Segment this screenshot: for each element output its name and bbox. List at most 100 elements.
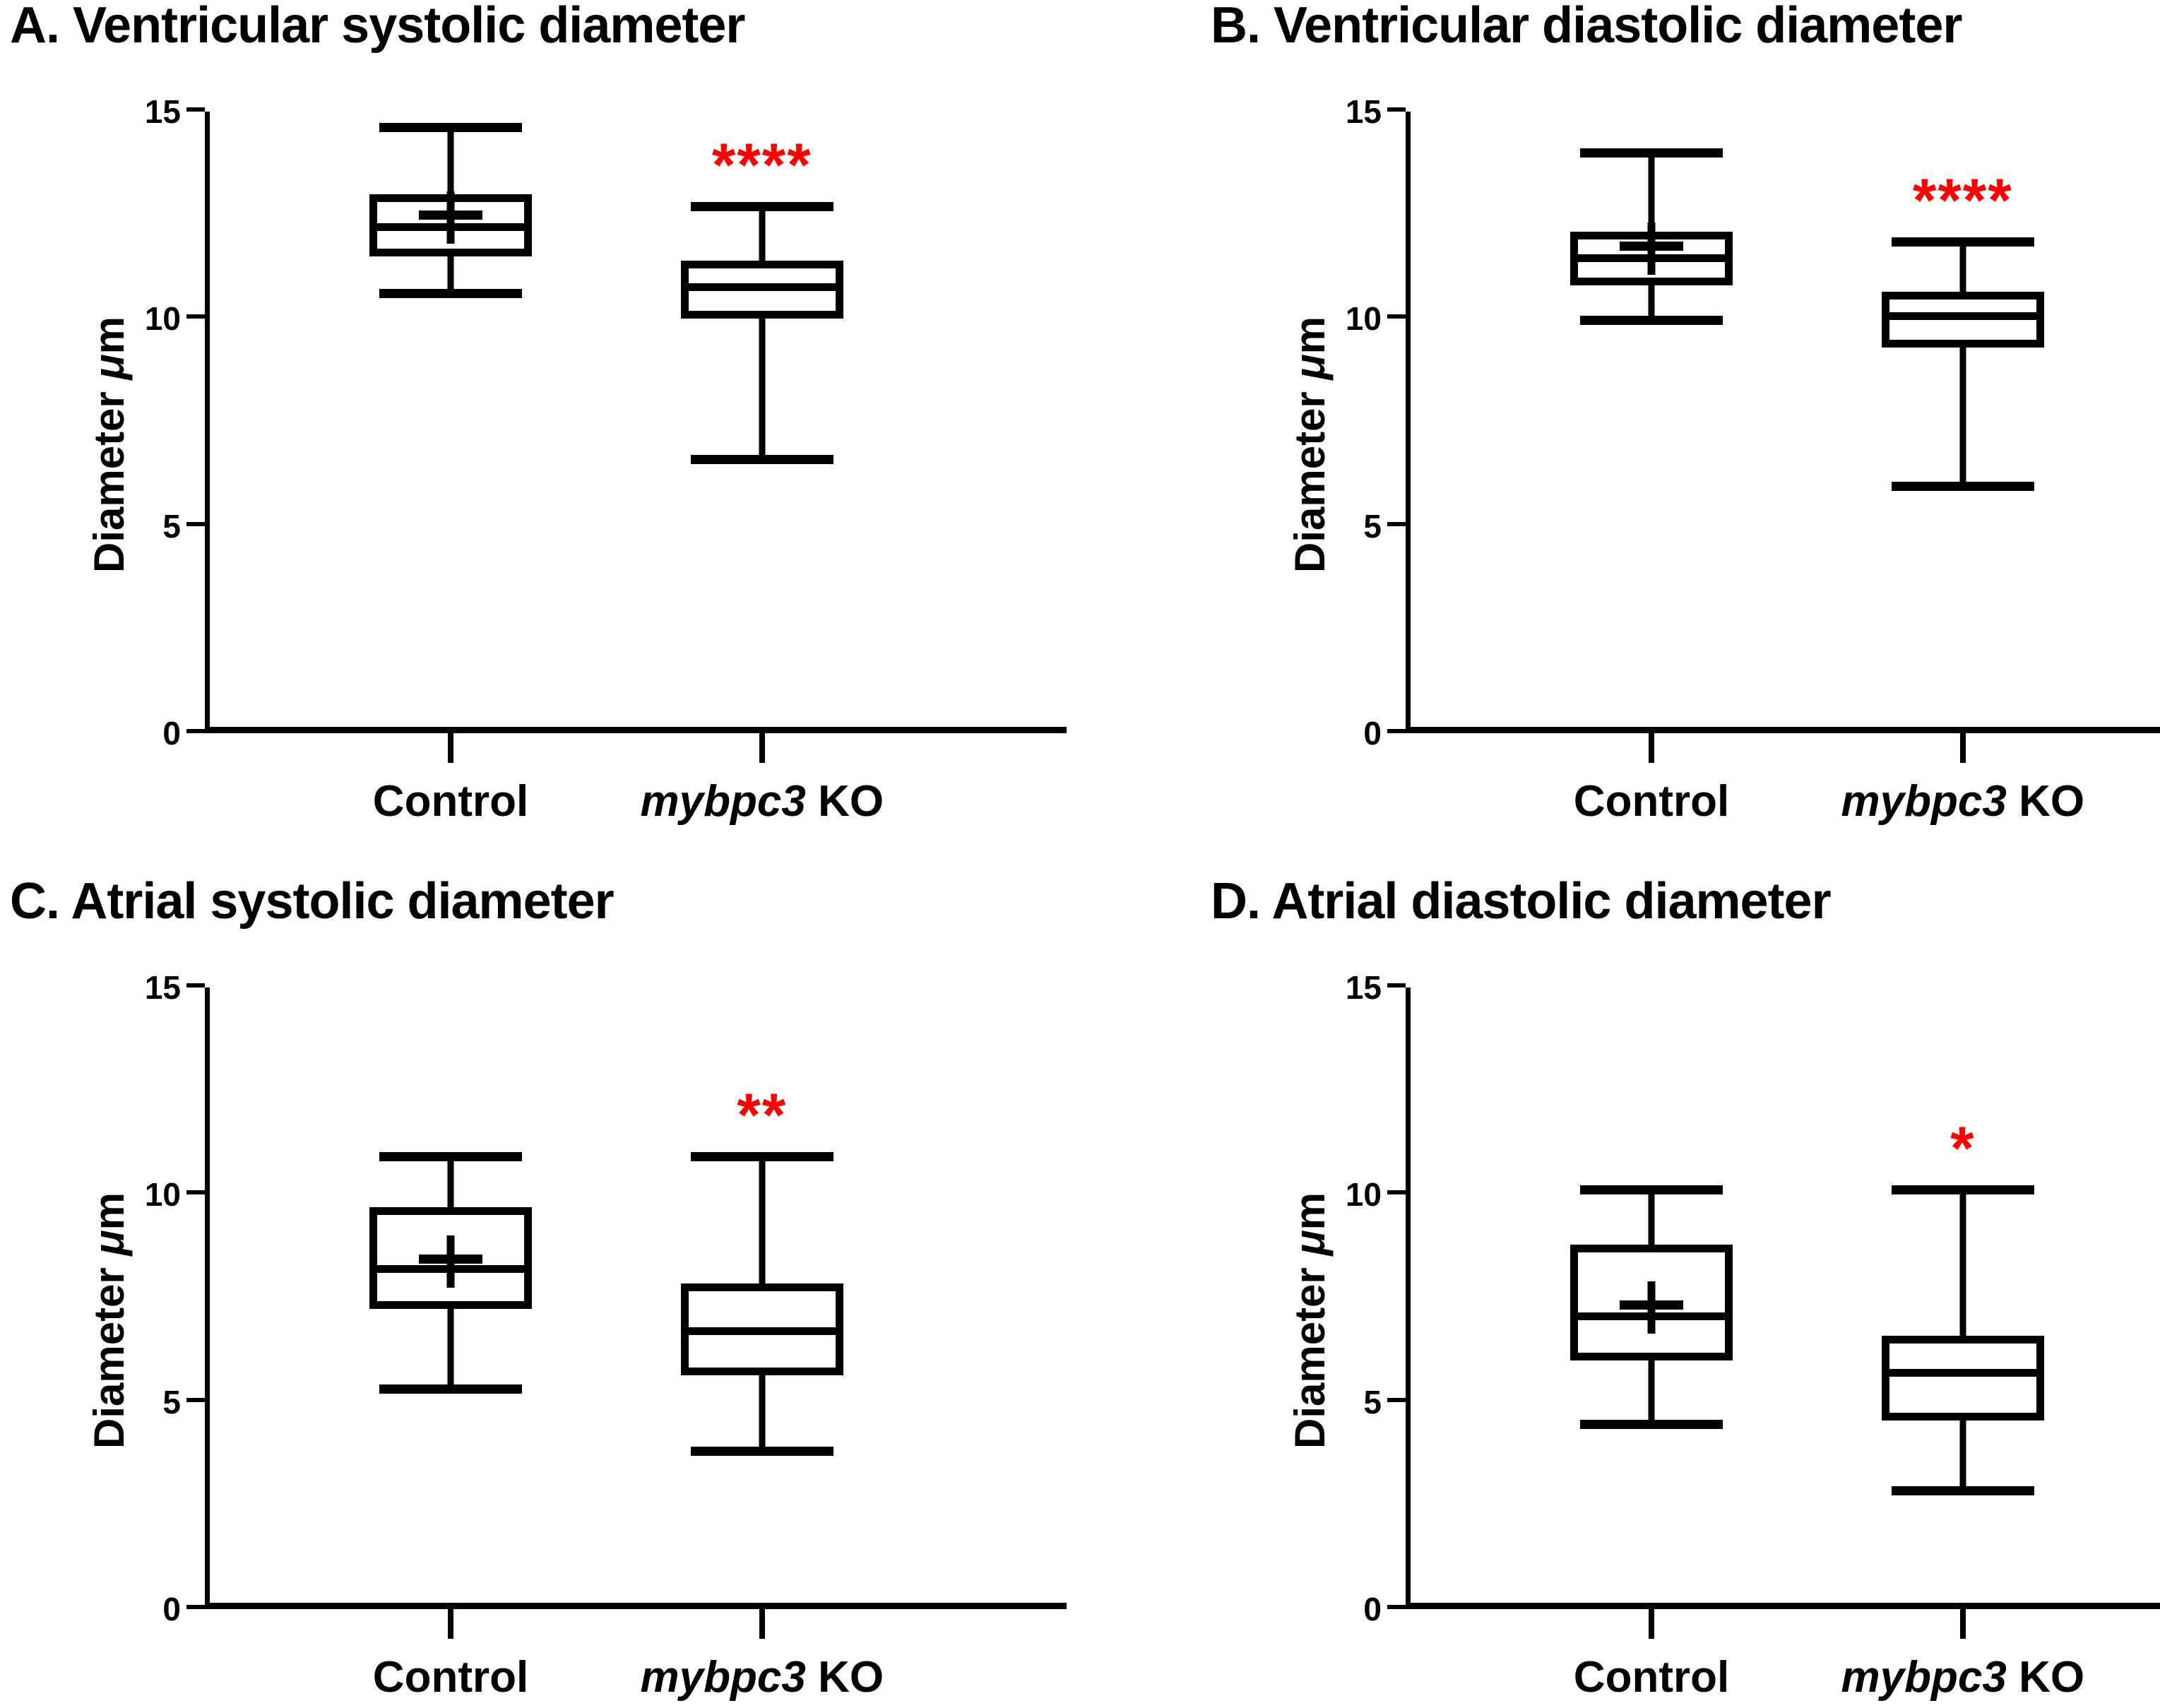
box-plot-ko: ** [680, 988, 843, 1609]
y-axis-tick-label: 0 [162, 715, 181, 752]
lower-whisker-cap [690, 1446, 833, 1456]
lower-whisker-cap [1579, 316, 1723, 326]
x-axis-tick [1959, 733, 1966, 763]
y-axis-line [205, 988, 210, 1609]
y-axis-tick-label: 15 [144, 969, 181, 1006]
upper-whisker-cap [1891, 1185, 2034, 1195]
lower-whisker-line [759, 1375, 766, 1456]
x-axis-tick [759, 733, 765, 763]
x-axis-tick-label: Control [1573, 777, 1730, 826]
panel-a: A. Ventricular systolic diameter Diamete… [0, 0, 1067, 832]
box-plot-control [369, 112, 532, 733]
x-axis-line [205, 727, 1067, 733]
lower-whisker-cap [379, 289, 523, 298]
median-line [1881, 1368, 2044, 1377]
y-axis-tick [1387, 1397, 1406, 1402]
lower-whisker-cap [690, 454, 833, 464]
y-axis-tick [186, 729, 205, 733]
panel-b-y-axis-label: Diameter μm [1286, 316, 1334, 573]
y-axis-label-mu: μ [85, 1230, 133, 1256]
y-axis-tick-label: 0 [1363, 1591, 1382, 1627]
mean-marker-horizontal [419, 210, 482, 220]
y-axis-tick [186, 314, 205, 319]
gene-name-italic: mybpc3 [640, 777, 806, 826]
significance-asterisks: ** [737, 1081, 788, 1150]
interquartile-box [369, 1206, 532, 1309]
y-axis-tick [186, 1190, 205, 1195]
lower-whisker-line [1648, 1360, 1655, 1429]
interquartile-box [1881, 1335, 2044, 1421]
x-axis-tick [448, 1609, 453, 1639]
x-axis-line [1406, 727, 2160, 733]
y-axis-tick [186, 521, 205, 526]
median-line [680, 283, 843, 292]
y-axis-tick-label: 15 [1345, 969, 1382, 1006]
panel-b-title: B. Ventricular diastolic diameter [1211, 0, 1962, 54]
upper-whisker-cap [1891, 237, 2034, 247]
x-axis-line [1406, 1603, 2160, 1609]
y-axis-tick-label: 10 [144, 1176, 181, 1214]
panel-c-y-axis-label: Diameter μm [85, 1192, 133, 1449]
x-axis-tick-label: mybpc3 KO [1841, 1653, 2085, 1702]
lower-whisker-line [1959, 348, 1966, 491]
upper-whisker-cap [379, 123, 523, 133]
y-axis-label-text: Diameter [85, 379, 133, 574]
panel-c-title: C. Atrial systolic diameter [10, 873, 615, 930]
median-line [680, 1327, 843, 1335]
y-axis-tick [1387, 107, 1406, 112]
panel-c: C. Atrial systolic diameter Diameter μm … [0, 873, 1067, 1708]
y-axis-label-unit: m [1286, 1192, 1334, 1230]
lower-whisker-cap [379, 1384, 523, 1394]
y-axis-tick-label: 10 [1345, 1176, 1382, 1214]
x-axis-tick-label: Control [372, 777, 529, 826]
significance-asterisks: **** [1912, 166, 2013, 235]
panel-d: D. Atrial diastolic diameter Diameter μm… [1201, 876, 2160, 1708]
y-axis-line [205, 112, 210, 733]
y-axis-tick-label: 5 [1363, 1383, 1382, 1421]
mean-marker-horizontal [1620, 1300, 1683, 1310]
lower-whisker-cap [1891, 1485, 2034, 1495]
x-axis-tick-label: mybpc3 KO [1841, 777, 2085, 826]
x-axis-line [205, 1603, 1067, 1609]
panel-b: B. Ventricular diastolic diameter Diamet… [1201, 0, 2160, 832]
y-axis-tick-label: 5 [1363, 507, 1382, 545]
y-axis-tick-label: 10 [144, 300, 181, 338]
y-axis-line [1406, 112, 1411, 733]
y-axis-label-unit: m [1286, 316, 1334, 355]
lower-whisker-cap [1579, 1419, 1723, 1429]
y-axis-tick-label: 15 [144, 93, 181, 130]
y-axis-tick [1387, 729, 1406, 733]
upper-whisker-line [759, 1161, 766, 1284]
significance-asterisks: * [1950, 1115, 1976, 1183]
upper-whisker-line [447, 1161, 454, 1207]
upper-whisker-line [1648, 157, 1655, 232]
panel-a-title: A. Ventricular systolic diameter [10, 0, 745, 54]
x-axis-tick-label: mybpc3 KO [640, 777, 884, 826]
y-axis-label-unit: m [85, 1192, 133, 1230]
y-axis-label-text: Diameter [1286, 379, 1334, 574]
upper-whisker-line [1648, 1194, 1655, 1245]
y-axis-tick [1387, 1605, 1406, 1609]
panel-a-y-axis-label: Diameter μm [85, 316, 133, 573]
x-axis-tick [759, 1609, 765, 1639]
panel-d-title: D. Atrial diastolic diameter [1211, 873, 1832, 930]
lower-whisker-line [447, 256, 454, 298]
upper-whisker-cap [690, 201, 833, 211]
mean-marker-horizontal [1620, 242, 1683, 251]
upper-whisker-cap [379, 1152, 523, 1162]
upper-whisker-cap [1579, 148, 1723, 158]
upper-whisker-line [759, 210, 766, 261]
box-plot-ko: **** [1881, 112, 2044, 733]
lower-whisker-line [1959, 1421, 1966, 1495]
box-plot-control [369, 988, 532, 1609]
upper-whisker-line [447, 132, 454, 195]
gene-name-italic: mybpc3 [1841, 777, 2007, 826]
x-axis-tick [1649, 1609, 1654, 1639]
y-axis-tick-label: 15 [1345, 93, 1382, 130]
box-plot-control [1570, 988, 1733, 1609]
upper-whisker-line [1959, 246, 1966, 292]
